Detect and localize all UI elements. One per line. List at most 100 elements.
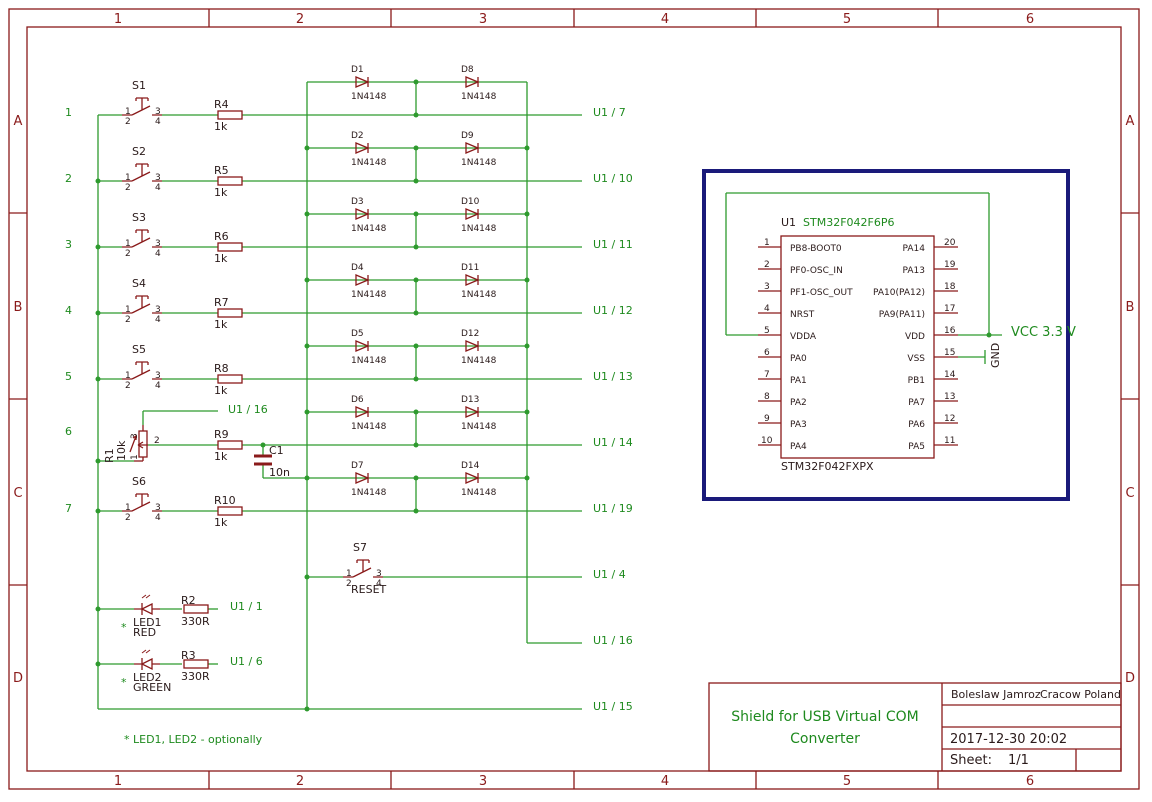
diode-d10: D10 1N4148 — [461, 197, 497, 234]
led-led1: LED1 RED * — [121, 594, 162, 639]
title-line-2: Converter — [790, 731, 860, 747]
mcu-pin-name: PA4 — [790, 442, 807, 452]
row-number: 3 — [65, 238, 72, 251]
frame-labels: 1 2 3 4 5 6 1 2 3 4 5 6 A B C D A B C D — [13, 12, 1135, 789]
diode-ref: D3 — [351, 197, 364, 207]
mcu-pin-name: PA2 — [790, 398, 807, 408]
switch-pin: 2 — [125, 117, 131, 127]
switch-ref: S2 — [132, 145, 146, 158]
column-label-bottom: 6 — [1026, 774, 1034, 789]
switch-pin: 4 — [155, 381, 161, 391]
mcu-pin-name: PB1 — [908, 376, 925, 386]
switch-s4: S4 1 2 3 4 — [122, 277, 162, 325]
mcu-pin-name: PB8-BOOT0 — [790, 244, 842, 254]
diode-d8: D8 1N4148 — [461, 65, 497, 102]
mcu-pin-name: VDD — [905, 332, 925, 342]
row-label-left: D — [13, 671, 23, 686]
switch-pin: 2 — [125, 513, 131, 523]
mcu-pin-number: 8 — [764, 392, 770, 402]
net-label: U1 / 15 — [593, 700, 633, 713]
switch-ref: S1 — [132, 79, 146, 92]
column-label-top: 3 — [479, 12, 487, 27]
vcc-label: VCC 3.3 V — [1011, 325, 1076, 340]
mcu-pin-number: 12 — [944, 414, 955, 424]
diode-type: 1N4148 — [461, 290, 497, 300]
row-label-left: A — [14, 114, 23, 129]
sheet-value: 1/1 — [1008, 753, 1029, 768]
resistor-ref: R6 — [214, 230, 229, 243]
resistor-value: 1k — [214, 318, 228, 331]
switch-pin: 3 — [155, 371, 161, 381]
diode-d11: D11 1N4148 — [461, 263, 497, 300]
mcu-section: VCC 3.3 V GND U1 STM32F042F6P6 STM32F042… — [702, 169, 1076, 501]
mcu-pin-name: PA0 — [790, 354, 807, 364]
diode-ref: D8 — [461, 65, 474, 75]
mcu-pin-number: 20 — [944, 238, 956, 248]
mcu-package: STM32F042FXPX — [781, 460, 874, 473]
pot-pin: 2 — [154, 436, 160, 446]
net-labels: U1 / 7 U1 / 10 U1 / 11 U1 / 12 U1 / 13 U… — [228, 106, 633, 713]
column-label-bottom: 4 — [661, 774, 669, 789]
diode-ref: D13 — [461, 395, 479, 405]
resistor-ref: R8 — [214, 362, 229, 375]
diode-type: 1N4148 — [351, 224, 387, 234]
date: 2017-12-30 20:02 — [950, 732, 1067, 747]
resistor-value: 1k — [214, 252, 228, 265]
diode-d14: D14 1N4148 — [461, 461, 497, 498]
column-label-top: 6 — [1026, 12, 1034, 27]
switch-s2: S2 1 2 3 4 — [122, 145, 162, 193]
row-number: 1 — [65, 106, 72, 119]
led-star: * — [121, 676, 127, 689]
switch-pin: 1 — [125, 107, 131, 117]
resistor-r6: R6 1k — [214, 230, 243, 265]
mcu-pin-name: PA9(PA11) — [879, 310, 925, 320]
diode-ref: D7 — [351, 461, 364, 471]
column-label-bottom: 5 — [843, 774, 851, 789]
net-label: U1 / 6 — [230, 655, 263, 668]
switch-pin: 1 — [125, 239, 131, 249]
switch-s1: S1 1 2 3 4 — [122, 79, 162, 127]
row-numbers: 1 2 3 4 5 6 7 — [65, 106, 72, 515]
net-label: U1 / 12 — [593, 304, 633, 317]
gnd-label: GND — [989, 343, 1002, 368]
diode-type: 1N4148 — [461, 92, 497, 102]
led-color: GREEN — [133, 681, 171, 694]
diode-type: 1N4148 — [351, 356, 387, 366]
cap-value: 10n — [269, 466, 290, 479]
mcu-pin-number: 14 — [944, 370, 956, 380]
mcu-part: STM32F042F6P6 — [803, 216, 894, 229]
diode-d13: D13 1N4148 — [461, 395, 497, 432]
switch-pin: 1 — [346, 569, 352, 579]
column-label-bottom: 2 — [296, 774, 304, 789]
switch-pin: 2 — [346, 579, 352, 589]
mcu-pin-number: 3 — [764, 282, 770, 292]
sheet-label: Sheet: — [950, 753, 992, 768]
diode-type: 1N4148 — [351, 92, 387, 102]
diode-type: 1N4148 — [461, 488, 497, 498]
diode-d7: D7 1N4148 — [351, 461, 387, 498]
switch-pin: 3 — [155, 305, 161, 315]
mcu-pin-name: PF1-OSC_OUT — [790, 288, 853, 298]
pot-ref: R1 — [103, 448, 116, 463]
switch-pin: 4 — [155, 249, 161, 259]
mcu-body — [780, 235, 935, 459]
resistor-r8: R8 1k — [214, 362, 243, 397]
switch-pin: 2 — [125, 249, 131, 259]
row-number: 5 — [65, 370, 72, 383]
mcu-pin-name: PA14 — [903, 244, 926, 254]
switch-s5: S5 1 2 3 4 — [122, 343, 162, 391]
diode-d5: D5 1N4148 — [351, 329, 387, 366]
diode-type: 1N4148 — [351, 422, 387, 432]
resistor-value: 1k — [214, 516, 228, 529]
resistor-ref: R9 — [214, 428, 229, 441]
resistor-value: 1k — [214, 120, 228, 133]
pot-pin: 3 — [130, 433, 140, 439]
mcu-pin-name: VSS — [907, 354, 925, 364]
switch-pin: 2 — [125, 381, 131, 391]
net-label: U1 / 7 — [593, 106, 626, 119]
net-label: U1 / 16 — [228, 403, 268, 416]
mcu-pin-number: 11 — [944, 436, 955, 446]
column-label-bottom: 1 — [114, 774, 122, 789]
column-label-top: 4 — [661, 12, 669, 27]
